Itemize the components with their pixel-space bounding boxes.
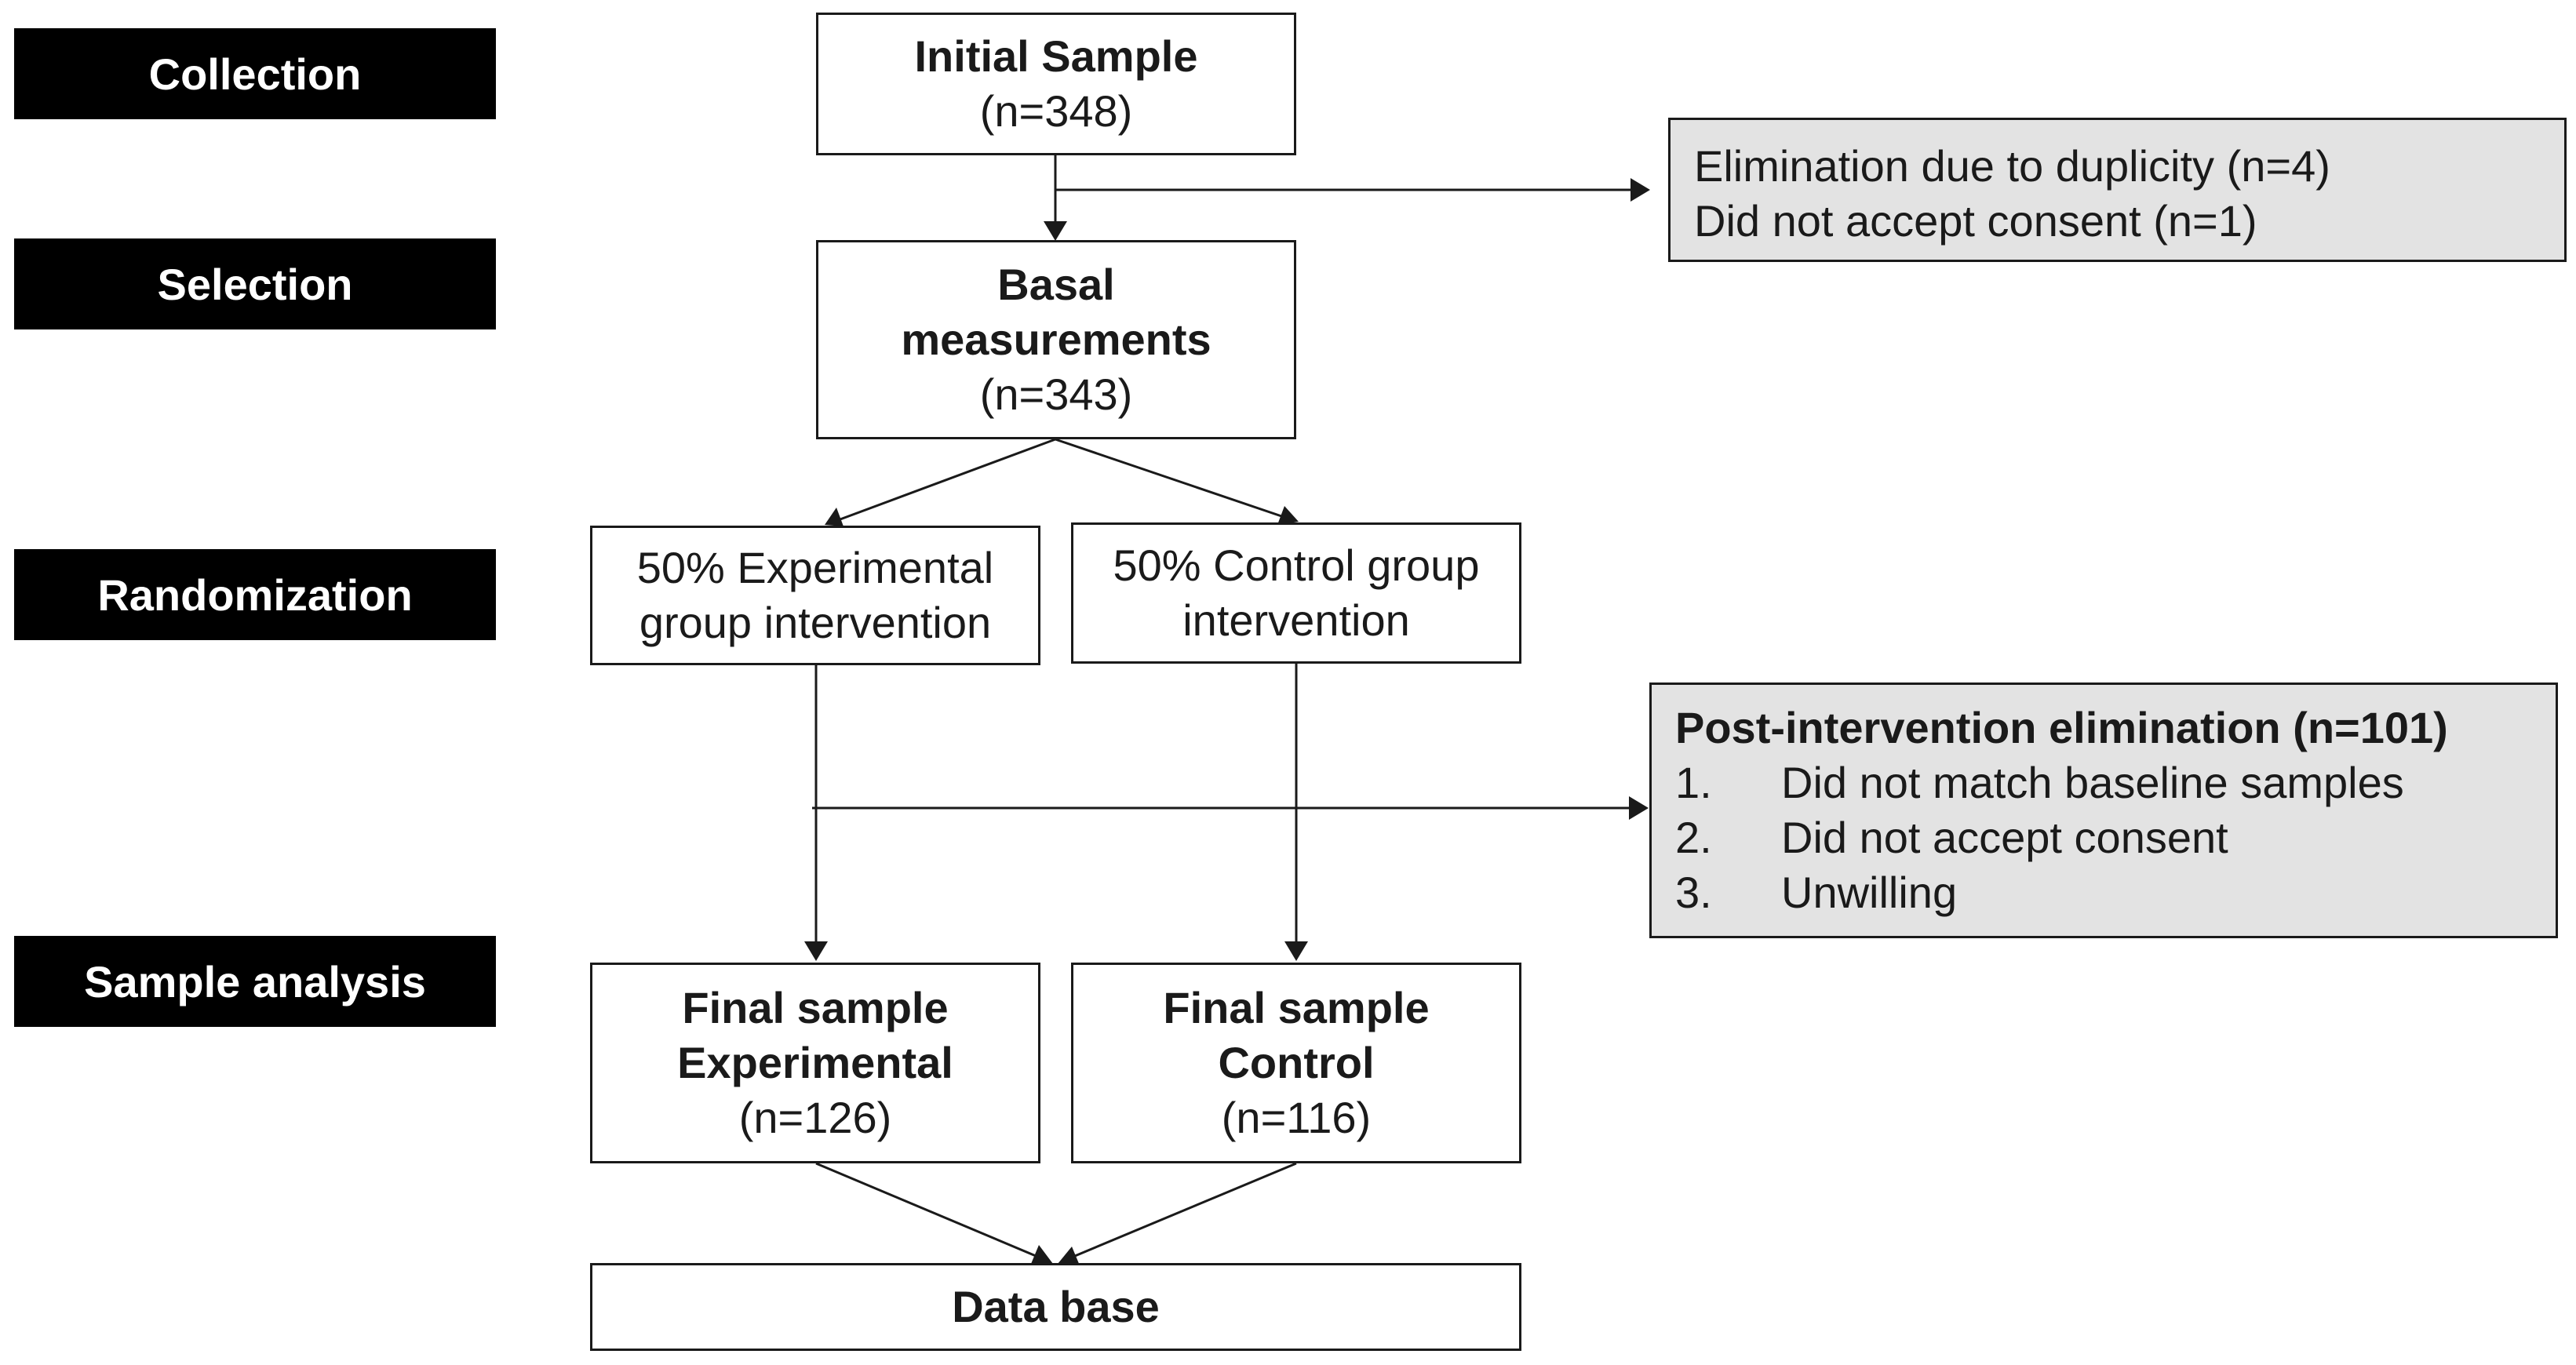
stage-label-selection: Selection (14, 238, 496, 329)
first-elimination-box: Elimination due to duplicity (n=4) Did n… (1668, 118, 2567, 262)
list-item: 1. Did not match baseline samples (1675, 758, 2404, 807)
arrow-basal-to-control (1055, 438, 1292, 521)
list-item: 2. Did not accept consent (1675, 813, 2228, 862)
post-intervention-elimination-box: Post-intervention elimination (n=101) 1.… (1649, 682, 2558, 938)
basal-count: (n=343) (979, 369, 1133, 419)
database-box: Data base (590, 1263, 1521, 1351)
final-experimental-line2: Experimental (677, 1038, 953, 1087)
elimination-duplicity: Elimination due to duplicity (n=4) (1694, 141, 2330, 191)
arrow-experimental-to-database (815, 1162, 1046, 1261)
final-sample-control-box: Final sample Control (n=116) (1071, 963, 1521, 1163)
database-label: Data base (952, 1282, 1160, 1331)
stage-label-collection: Collection (14, 28, 496, 119)
basal-measurements-box: Basal measurements (n=343) (816, 240, 1296, 439)
experimental-group-box: 50% Experimental group intervention (590, 526, 1040, 665)
arrow-control-to-database (1065, 1162, 1297, 1261)
experimental-group-line2: group intervention (639, 598, 992, 647)
basal-title-line1: Basal (997, 260, 1115, 309)
final-control-line1: Final sample (1163, 983, 1430, 1032)
final-experimental-line1: Final sample (682, 983, 949, 1032)
initial-sample-box: Initial Sample (n=348) (816, 13, 1296, 155)
stage-label-randomization: Randomization (14, 549, 496, 640)
initial-sample-title: Initial Sample (914, 31, 1198, 81)
control-group-box: 50% Control group intervention (1071, 522, 1521, 664)
final-control-line2: Control (1218, 1038, 1375, 1087)
stage-label-sample-analysis: Sample analysis (14, 936, 496, 1027)
list-item: 3. Unwilling (1675, 868, 1958, 917)
initial-sample-count: (n=348) (979, 86, 1133, 136)
basal-title-line2: measurements (901, 315, 1211, 364)
post-elimination-title: Post-intervention elimination (n=101) (1675, 703, 2448, 752)
elimination-consent: Did not accept consent (n=1) (1694, 196, 2257, 246)
control-group-line2: intervention (1182, 595, 1410, 645)
arrow-basal-to-experimental (831, 438, 1056, 524)
final-sample-experimental-box: Final sample Experimental (n=126) (590, 963, 1040, 1163)
control-group-line1: 50% Control group (1113, 541, 1480, 590)
experimental-group-line1: 50% Experimental (636, 543, 994, 592)
final-experimental-count: (n=126) (738, 1093, 892, 1142)
final-control-count: (n=116) (1221, 1093, 1372, 1142)
